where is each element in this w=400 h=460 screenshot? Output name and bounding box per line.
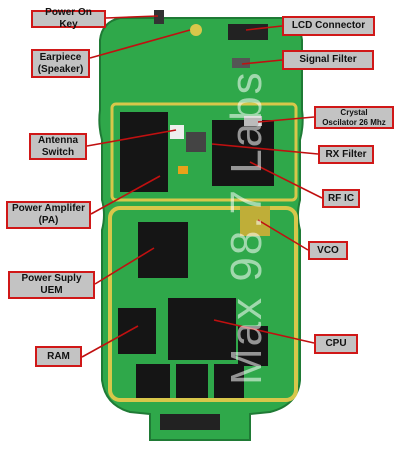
- label-signal-filter: Signal Filter: [282, 50, 374, 70]
- ram-chip: [118, 308, 156, 354]
- power-key-component: [154, 10, 164, 24]
- vco-component: [240, 206, 270, 236]
- label-cpu: CPU: [314, 334, 358, 354]
- earpiece-pad: [190, 24, 202, 36]
- cpu-chip: [168, 298, 236, 360]
- label-rf-ic: RF IC: [322, 189, 360, 208]
- leader-ram: [81, 325, 139, 358]
- white-component: [170, 125, 184, 139]
- orange-component: [178, 166, 188, 174]
- label-earpiece: Earpiece (Speaker): [31, 49, 90, 78]
- label-ram: RAM: [35, 346, 82, 367]
- leader-signal-filter: [241, 59, 283, 65]
- crystal-component: [244, 116, 262, 126]
- label-lcd-connector: LCD Connector: [282, 16, 375, 36]
- uem-chip: [138, 222, 188, 278]
- system-connector: [160, 414, 220, 430]
- flash-chip-2: [176, 364, 208, 398]
- leader-crystal: [257, 116, 315, 123]
- label-antenna-switch: Antenna Switch: [29, 133, 87, 160]
- lcd-connector-component: [228, 24, 268, 40]
- right-chip: [238, 326, 268, 366]
- leader-antenna-switch: [86, 129, 177, 147]
- leader-rf-ic: [249, 161, 323, 199]
- rx-filter-component: [186, 132, 206, 152]
- leader-power-amplifier: [90, 175, 161, 215]
- leader-lcd-connector: [245, 25, 283, 31]
- label-vco: VCO: [308, 241, 348, 260]
- label-rx-filter: RX Filter: [318, 145, 374, 164]
- shield-frame: [108, 206, 298, 402]
- leader-rx-filter: [211, 143, 319, 155]
- rf-ic-chip: [212, 120, 274, 186]
- signal-filter-component: [232, 58, 250, 68]
- flash-chip-1: [136, 364, 170, 398]
- leader-cpu: [213, 319, 315, 344]
- flash-chip-3: [214, 364, 244, 398]
- label-power-supply: Power Suply UEM: [8, 271, 95, 299]
- leader-power-on-key: [105, 15, 159, 19]
- label-power-on-key: Power On Key: [31, 7, 106, 30]
- antenna-switch-chip: [120, 112, 168, 192]
- watermark-text: Max 98.7 Labs: [222, 70, 271, 385]
- leader-power-supply: [94, 247, 155, 285]
- leader-earpiece: [89, 29, 191, 59]
- label-power-amplifier: Power Amplifer (PA): [6, 201, 91, 229]
- leader-vco: [257, 219, 309, 251]
- label-crystal: Crystal Oscilator 26 Mhz: [314, 106, 394, 129]
